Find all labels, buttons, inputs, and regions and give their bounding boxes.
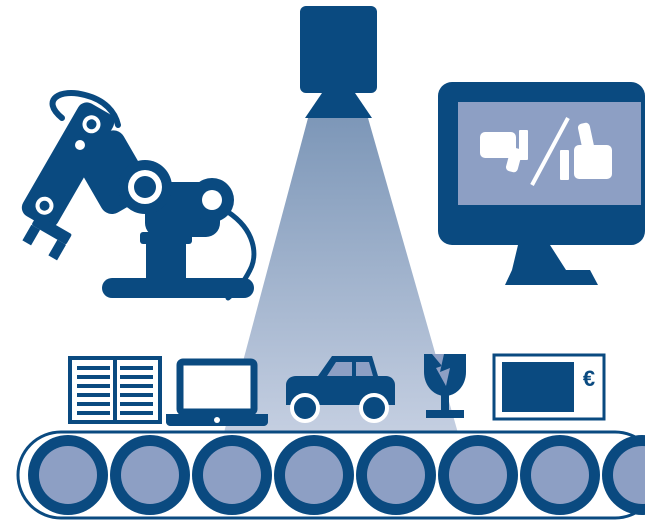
robot-arm-icon: [21, 90, 257, 301]
conveyor-roller-center: [367, 446, 425, 504]
fragile-glass-icon: [424, 354, 466, 418]
book-icon: [68, 356, 162, 424]
conveyor-rollers: [28, 435, 645, 515]
conveyor-roller-center: [449, 446, 507, 504]
banknote-icon: €: [492, 353, 606, 421]
conveyor-roller-center: [121, 446, 179, 504]
thumbs-down-icon: [480, 130, 528, 173]
conveyor-roller-center: [613, 446, 645, 504]
thumbs-up-icon: [560, 122, 612, 180]
monitor-icon: [438, 82, 645, 285]
laptop-icon: [166, 358, 268, 426]
camera-light-beam: [222, 118, 460, 440]
conveyor-roller-center: [203, 446, 261, 504]
euro-symbol: €: [583, 366, 595, 391]
car-icon: [286, 356, 395, 423]
inspection-camera-icon: [300, 6, 377, 118]
conveyor-roller-center: [285, 446, 343, 504]
conveyor-roller-center: [39, 446, 97, 504]
conveyor-roller-center: [531, 446, 589, 504]
conveyor-belt-icon: [16, 430, 645, 520]
